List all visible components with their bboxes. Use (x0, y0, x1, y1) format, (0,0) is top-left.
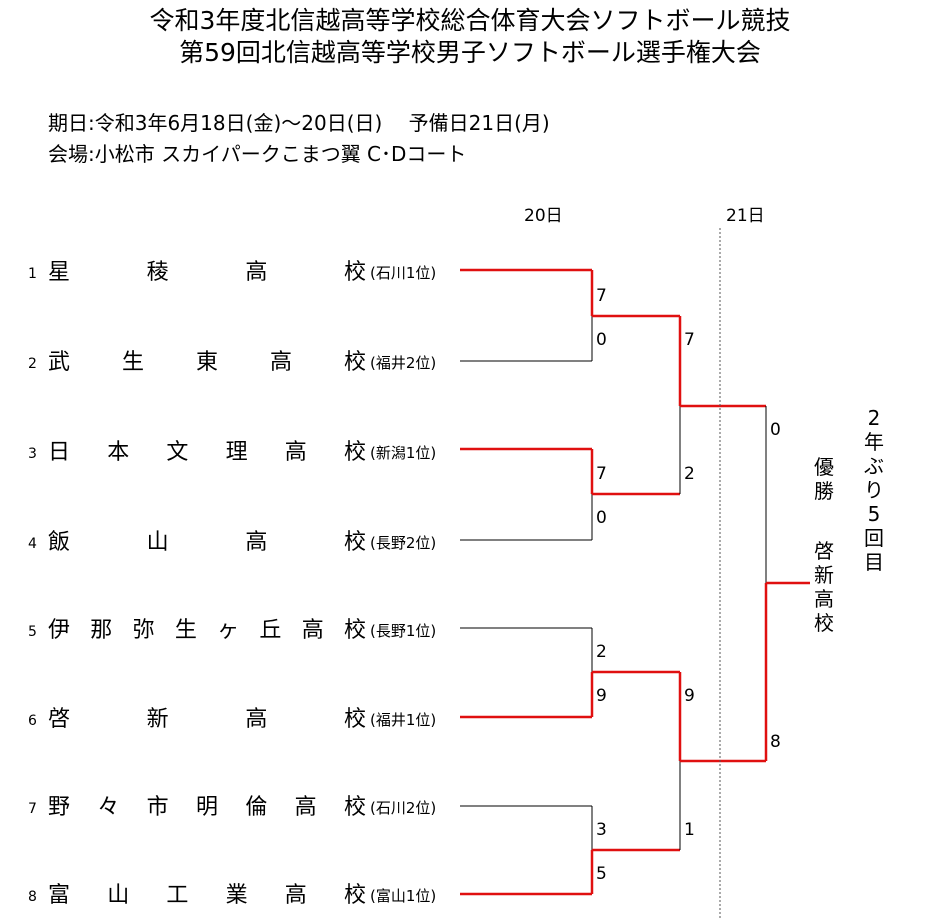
score-r1-m4-bottom: 5 (596, 864, 607, 884)
team-seed: 6 (28, 713, 37, 729)
score-r2-m2-top: 9 (684, 686, 695, 706)
score-r1-m3-top: 2 (596, 642, 607, 662)
team-seed: 4 (28, 536, 37, 552)
score-r2-m2-bottom: 1 (684, 820, 695, 840)
team-row: 6 啓新高校 (福井1位) (28, 707, 458, 733)
team-row: 1 星稜高校 (石川1位) (28, 260, 458, 286)
team-seed: 1 (28, 266, 37, 282)
team-qualifier: (石川2位) (370, 799, 437, 817)
team-qualifier: (新潟1位) (370, 444, 437, 462)
team-qualifier: (長野1位) (370, 622, 437, 640)
score-r1-m2-top: 7 (596, 464, 607, 484)
team-name: 武生東高校 (48, 350, 366, 375)
score-r1-m2-bottom: 0 (596, 508, 607, 528)
day-label-20: 20日 (524, 206, 563, 226)
winner-label: 優勝 (814, 455, 834, 503)
team-name: 星稜高校 (48, 260, 366, 285)
team-name: 日本文理高校 (48, 440, 366, 465)
score-r2-m1-top: 7 (684, 330, 695, 350)
title-line-2: 第59回北信越高等学校男子ソフトボール選手権大会 (179, 38, 761, 67)
champion-name: 啓新高校 (814, 539, 834, 635)
team-name: 富山工業高校 (48, 883, 366, 908)
team-name: 飯山高校 (48, 530, 366, 555)
score-r1-m1-top: 7 (596, 286, 607, 306)
team-seed: 2 (28, 356, 37, 372)
team-row: 5 伊那弥生ヶ丘高校 (長野1位) (28, 618, 458, 644)
team-qualifier: (福井1位) (370, 711, 437, 729)
day-label-21: 21日 (726, 206, 765, 226)
team-qualifier: (福井2位) (370, 354, 437, 372)
team-qualifier: (富山1位) (370, 887, 437, 905)
score-r1-m4-top: 3 (596, 820, 607, 840)
team-seed: 3 (28, 446, 37, 462)
team-row: 4 飯山高校 (長野2位) (28, 530, 458, 556)
score-final-bottom: 8 (770, 732, 781, 752)
event-venue: 会場:小松市 スカイパークこまつ翼 C･Dコート (48, 142, 467, 166)
score-r2-m1-bottom: 2 (684, 464, 695, 484)
team-seed: 7 (28, 801, 37, 817)
team-row: 8 富山工業高校 (富山1位) (28, 883, 458, 909)
event-date: 期日:令和3年6月18日(金)～20日(日) 予備日21日(月) (48, 111, 550, 135)
team-row: 3 日本文理高校 (新潟1位) (28, 440, 458, 466)
team-name: 野々市明倫高校 (48, 795, 366, 820)
score-r1-m3-bottom: 9 (596, 686, 607, 706)
team-name: 伊那弥生ヶ丘高校 (48, 618, 366, 643)
team-qualifier: (長野2位) (370, 534, 437, 552)
team-row: 7 野々市明倫高校 (石川2位) (28, 795, 458, 821)
title-line-1: 令和3年度北信越高等学校総合体育大会ソフトボール競技 (149, 6, 791, 35)
team-row: 2 武生東高校 (福井2位) (28, 350, 458, 376)
team-qualifier: (石川1位) (370, 264, 437, 282)
team-seed: 5 (28, 624, 37, 640)
team-seed: 8 (28, 889, 37, 905)
score-r1-m1-bottom: 0 (596, 330, 607, 350)
team-name: 啓新高校 (48, 707, 366, 732)
score-final-top: 0 (770, 420, 781, 440)
